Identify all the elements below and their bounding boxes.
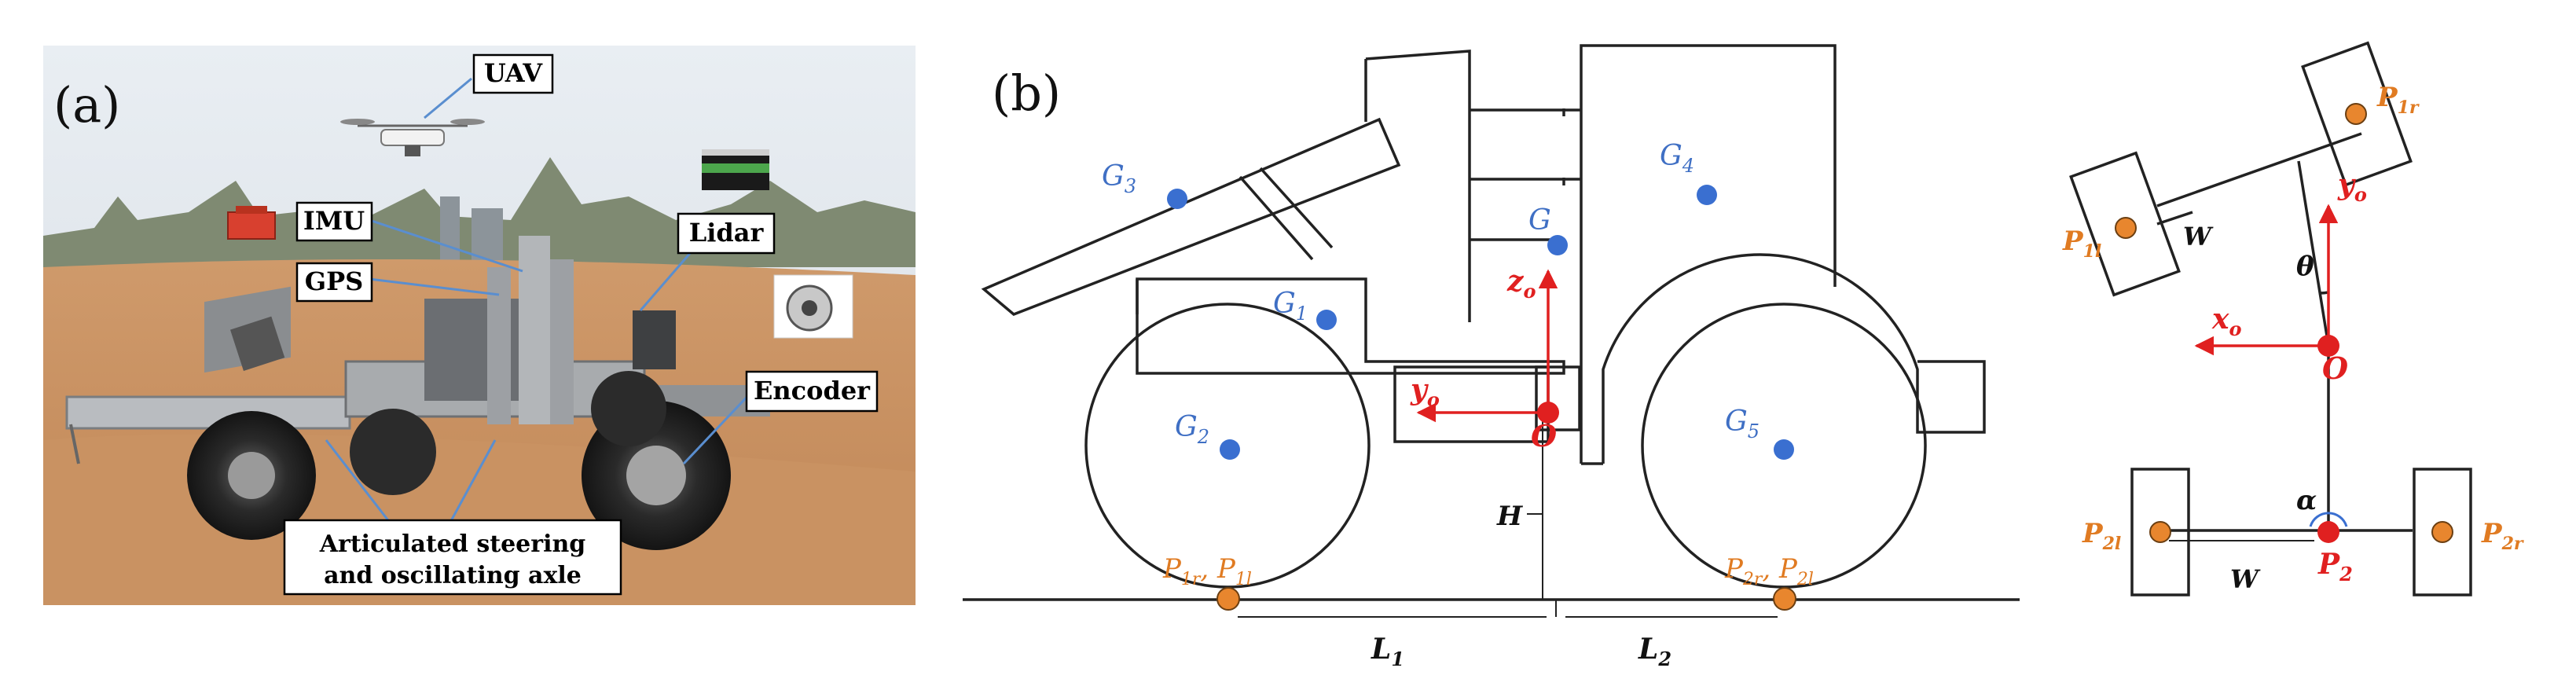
panel-a-photo: UAV IMU GPS Lidar Encoder Articulated st… xyxy=(43,46,916,605)
label-contact-rear: P2r, P2l xyxy=(1724,553,1814,589)
label-axle: Articulated steering and oscillating axl… xyxy=(283,519,622,596)
front-wheel xyxy=(1084,303,1371,589)
top-p2-dot xyxy=(2317,521,2339,543)
photo-leader-lines xyxy=(325,77,756,527)
label-lidar-text: Lidar xyxy=(689,218,765,248)
top-wheel-1l xyxy=(2069,151,2181,297)
front-axle-bar xyxy=(2156,132,2362,207)
rear-wheel xyxy=(1641,303,1927,589)
label-contact-front: P1r, P1l xyxy=(1162,553,1252,589)
label-alpha: α xyxy=(2296,485,2317,516)
label-g4: G4 xyxy=(1660,140,1694,177)
top-contact-p2r xyxy=(2431,521,2453,543)
label-g5: G5 xyxy=(1725,406,1760,442)
imu-icon xyxy=(227,206,276,240)
front-link xyxy=(2297,160,2330,347)
top-wheel-1r xyxy=(2301,41,2413,187)
label-g3: G3 xyxy=(1102,160,1136,197)
label-g2: G2 xyxy=(1175,411,1209,448)
label-theta: θ xyxy=(2296,251,2314,282)
label-uav: UAV xyxy=(472,53,554,94)
articulation-joint xyxy=(1535,365,1581,431)
label-imu-text: IMU xyxy=(303,206,365,236)
side-view-labels: G3 G1 G2 G G4 G5 zo yo O H L1 L2 P1r, P1… xyxy=(1102,140,1814,670)
front-boom xyxy=(981,117,1401,317)
uav-drone xyxy=(340,119,485,156)
label-encoder-text: Encoder xyxy=(754,376,871,406)
panel-a-tag: (a) xyxy=(53,76,120,134)
label-imu: IMU xyxy=(295,201,373,242)
contact-front xyxy=(1216,587,1240,611)
top-contact-p1r xyxy=(2345,103,2367,125)
label-g1: G1 xyxy=(1273,288,1308,325)
label-w-top: W xyxy=(2183,222,2214,251)
label-w-bottom: W xyxy=(2230,564,2261,594)
panel-b-tag: (b) xyxy=(992,64,1061,122)
top-origin-o xyxy=(2317,335,2339,357)
label-p2r: P2r xyxy=(2481,518,2524,554)
contact-rear xyxy=(1773,587,1796,611)
label-p2: P2 xyxy=(2317,548,2353,585)
side-view-markers xyxy=(1167,185,1796,618)
top-wheel-2l xyxy=(2130,468,2190,596)
label-gps: GPS xyxy=(295,262,373,303)
rear-cab xyxy=(1580,44,1837,464)
boom-strut-1 xyxy=(1238,175,1314,261)
boom-strut-2 xyxy=(1259,167,1334,249)
label-axle-line2: and oscillating axle xyxy=(324,562,582,589)
encoder-icon xyxy=(773,274,853,339)
top-wheel-2r xyxy=(2413,468,2472,596)
label-o-side: O xyxy=(1531,418,1557,453)
label-uav-text: UAV xyxy=(484,58,543,88)
label-encoder: Encoder xyxy=(745,370,879,413)
panel-b-side-view xyxy=(963,44,2020,617)
label-p2l: P2l xyxy=(2082,518,2121,554)
label-gps-text: GPS xyxy=(305,266,364,296)
label-l1: L1 xyxy=(1371,633,1404,670)
panel-b-top-view xyxy=(2069,41,2472,596)
label-axle-line1: Articulated steering xyxy=(319,530,586,558)
top-contact-p2l xyxy=(2149,521,2171,543)
lidar-icon xyxy=(702,149,769,190)
label-yo: yo xyxy=(1410,373,1440,411)
label-top-yo: yo xyxy=(2337,168,2367,206)
label-h: H xyxy=(1496,501,1524,532)
front-cab-frame xyxy=(1365,50,1471,322)
front-axle-inner xyxy=(2156,211,2193,226)
label-top-o: O xyxy=(2322,351,2348,386)
label-p1l: P1l xyxy=(2062,226,2101,262)
rear-fender xyxy=(1602,253,1986,464)
front-chassis xyxy=(1136,277,1565,375)
label-g: G xyxy=(1528,204,1551,237)
cog-g5 xyxy=(1774,439,1794,460)
label-l2: L2 xyxy=(1638,633,1671,670)
cog-g1 xyxy=(1316,310,1337,330)
alpha-arc xyxy=(2309,512,2348,527)
top-contact-p1l xyxy=(2115,217,2137,239)
label-p1r: P1r xyxy=(2376,82,2420,118)
top-view-markers xyxy=(2115,103,2453,543)
label-lidar: Lidar xyxy=(677,212,776,255)
top-view-labels: P1r P1l P2l P2r P2 yo xo O W W θ α xyxy=(2062,82,2524,594)
cog-g3 xyxy=(1167,189,1187,209)
cog-g2 xyxy=(1220,439,1240,460)
origin-o-dot xyxy=(1537,402,1559,424)
label-zo: zo xyxy=(1506,265,1536,303)
cog-g4 xyxy=(1697,185,1717,205)
cog-g xyxy=(1547,235,1568,255)
label-top-xo: xo xyxy=(2211,303,2241,340)
